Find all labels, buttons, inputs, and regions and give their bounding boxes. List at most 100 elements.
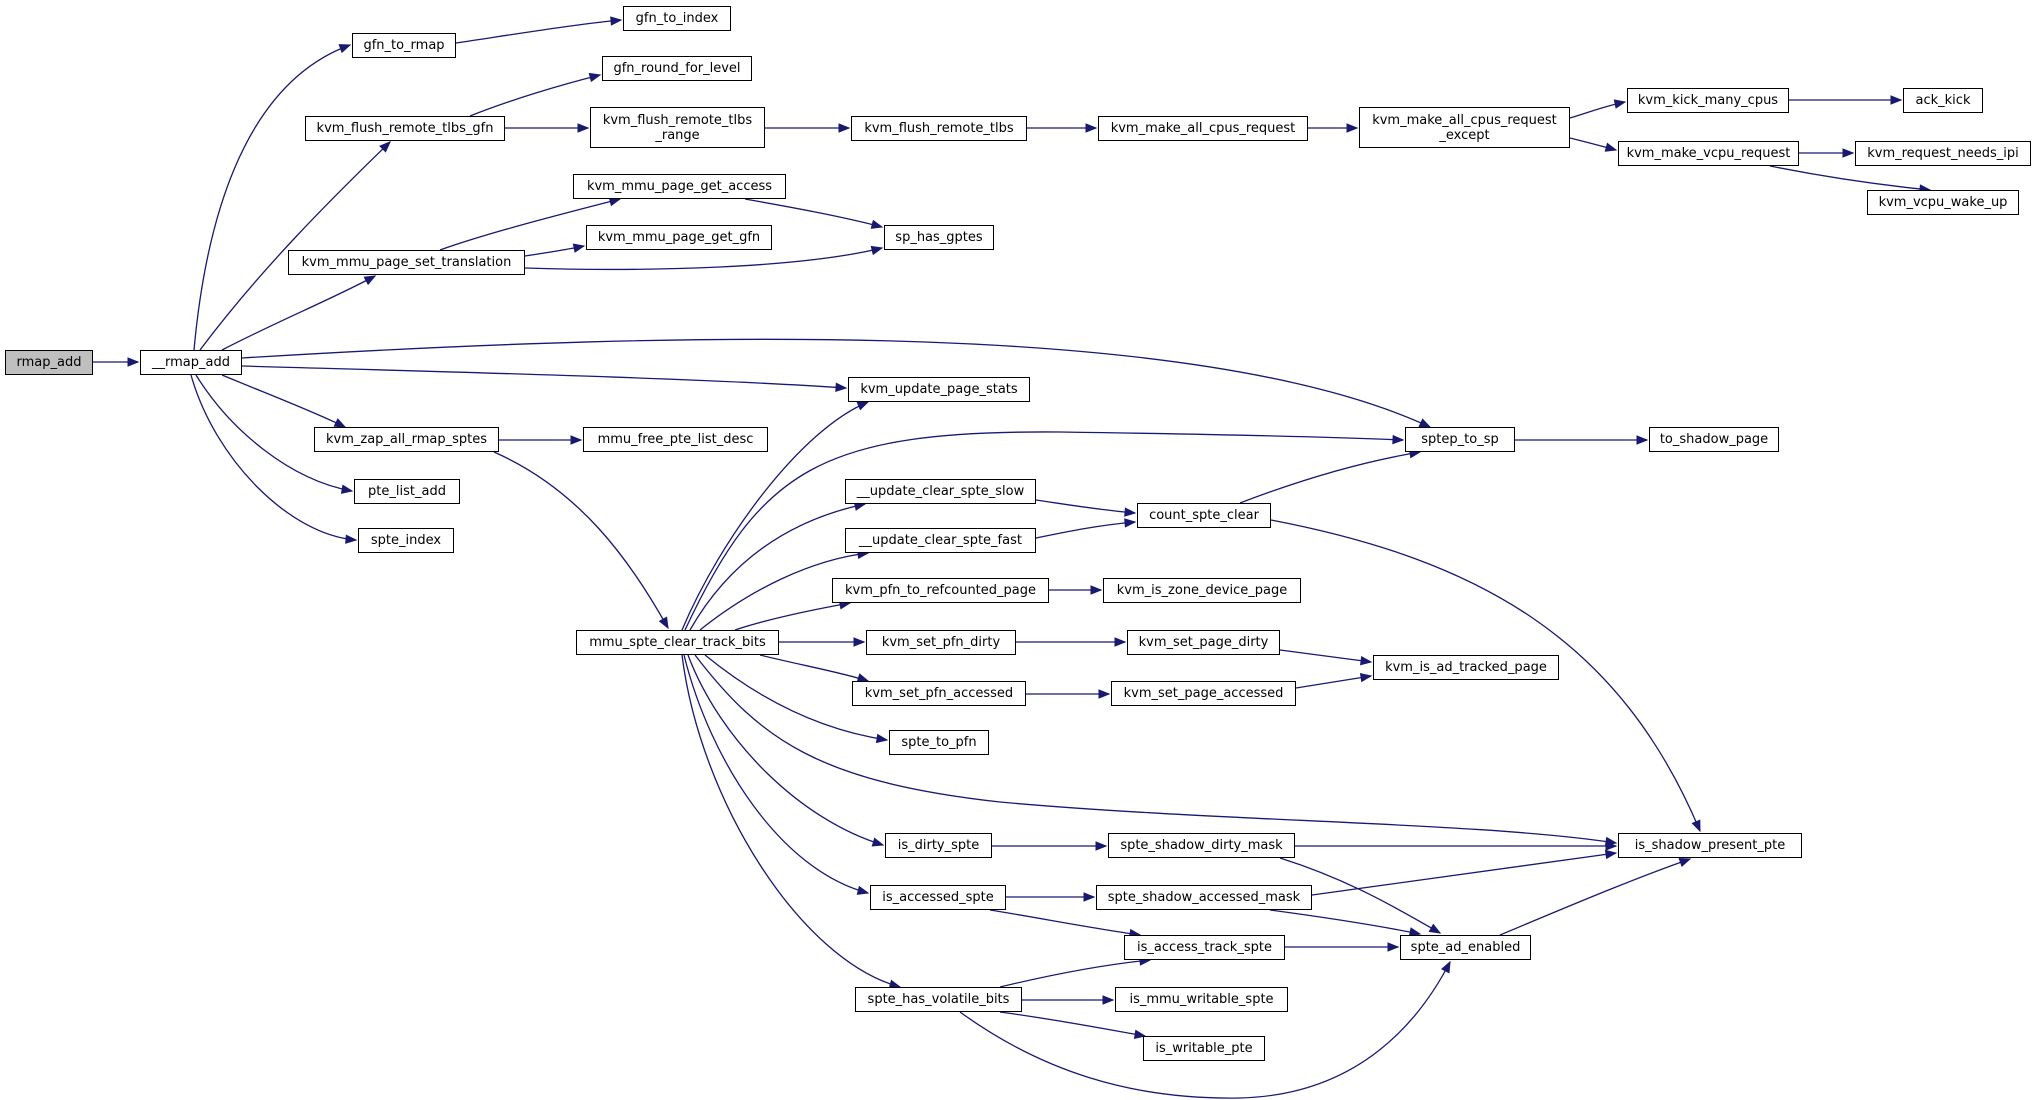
node-kvm-set-pfn-dirty[interactable]: kvm_set_pfn_dirty — [866, 630, 1016, 655]
node-kvm-mmu-page-get-access[interactable]: kvm_mmu_page_get_access — [573, 174, 786, 199]
edge-mmu-spte-clear-track-bits-to-kvm-pfn-to-refcounted-page — [734, 600, 852, 631]
node-mmu-spte-clear-track-bits[interactable]: mmu_spte_clear_track_bits — [576, 630, 779, 655]
node-kvm-flush-remote-tlbs-range[interactable]: kvm_flush_remote_tlbs _range — [590, 107, 765, 148]
edge-count-spte-clear-to-sptep-to-sp — [1239, 449, 1422, 504]
node-kvm-vcpu-wake-up[interactable]: kvm_vcpu_wake_up — [1867, 190, 2019, 215]
node-sptep-to-sp[interactable]: sptep_to_sp — [1405, 427, 1515, 452]
node-update-clear-spte-fast[interactable]: __update_clear_spte_fast — [845, 528, 1036, 553]
edge-mmu-spte-clear-track-bits-to-kvm-set-pfn-accessed — [759, 654, 870, 683]
node-kvm-request-needs-ipi[interactable]: kvm_request_needs_ipi — [1855, 141, 2031, 166]
edge-kvm-kick-many-cpus-to-ack-kick — [1789, 95, 1903, 105]
node-kvm-set-page-dirty[interactable]: kvm_set_page_dirty — [1127, 630, 1280, 655]
edge-mmu-spte-clear-track-bits-to-kvm-update-page-stats — [681, 401, 870, 631]
edge-count-spte-clear-to-is-shadow-present-pte — [1270, 519, 1701, 833]
node-count-spte-clear[interactable]: count_spte_clear — [1137, 503, 1271, 528]
node-kvm-mmu-page-get-gfn[interactable]: kvm_mmu_page_get_gfn — [586, 225, 772, 250]
node-kvm-flush-remote-tlbs[interactable]: kvm_flush_remote_tlbs — [851, 116, 1027, 141]
node-is-access-track-spte[interactable]: is_access_track_spte — [1124, 935, 1285, 960]
node-ack-kick[interactable]: ack_kick — [1903, 88, 1983, 113]
node-kvm-mmu-page-set-translation[interactable]: kvm_mmu_page_set_translation — [288, 250, 525, 275]
node-kvm-pfn-to-refcounted-page[interactable]: kvm_pfn_to_refcounted_page — [832, 578, 1049, 603]
edge-spte-shadow-dirty-mask-to-is-shadow-present-pte — [1295, 841, 1618, 851]
edge-mmu-spte-clear-track-bits-to-update-clear-spte-slow — [689, 501, 867, 631]
node-is-shadow-present-pte[interactable]: is_shadow_present_pte — [1618, 833, 1802, 858]
edge-kvm-make-all-cpus-request-to-kvm-make-all-cpus-request-except — [1307, 123, 1359, 133]
node-spte-has-volatile-bits[interactable]: spte_has_volatile_bits — [855, 987, 1022, 1012]
edge-kvm-flush-remote-tlbs-to-kvm-make-all-cpus-request — [1026, 123, 1098, 133]
edge-update-clear-spte-fast-to-count-spte-clear — [1035, 518, 1137, 539]
node-gfn-to-index[interactable]: gfn_to_index — [623, 6, 731, 31]
node-spte-shadow-dirty-mask[interactable]: spte_shadow_dirty_mask — [1108, 833, 1295, 858]
edge-spte-ad-enabled-to-is-shadow-present-pte — [1499, 857, 1692, 936]
edge-kvm-mmu-page-set-translation-to-kvm-mmu-page-get-gfn — [524, 243, 586, 257]
node-pte-list-add[interactable]: pte_list_add — [354, 479, 460, 504]
node-kvm-zap-all-rmap-sptes[interactable]: kvm_zap_all_rmap_sptes — [314, 427, 499, 452]
edge-kvm-set-page-dirty-to-kvm-is-ad-tracked-page — [1279, 649, 1373, 666]
node-update-clear-spte-slow[interactable]: __update_clear_spte_slow — [845, 479, 1036, 504]
node-spte-shadow-accessed-mask[interactable]: spte_shadow_accessed_mask — [1096, 885, 1312, 910]
node-rmap-add[interactable]: __rmap_add — [140, 350, 242, 375]
node-kvm-set-page-accessed[interactable]: kvm_set_page_accessed — [1111, 681, 1296, 706]
edge-rmap-add-to-kvm-mmu-page-set-translation — [221, 275, 377, 351]
node-is-accessed-spte[interactable]: is_accessed_spte — [870, 885, 1006, 910]
edge-rmap-add-to-kvm-update-page-stats — [241, 365, 848, 393]
node-rmap-add[interactable]: rmap_add — [5, 350, 93, 375]
edge-rmap-add-to-pte-list-add — [195, 374, 354, 494]
edge-spte-has-volatile-bits-to-is-access-track-spte — [999, 956, 1152, 988]
edge-rmap-add-to-spte-index — [190, 374, 358, 544]
node-mmu-free-pte-list-desc[interactable]: mmu_free_pte_list_desc — [583, 427, 768, 452]
edge-kvm-mmu-page-get-access-to-sp-has-gptes — [744, 198, 884, 229]
edge-kvm-zap-all-rmap-sptes-to-mmu-free-pte-list-desc — [499, 435, 583, 445]
edge-kvm-flush-remote-tlbs-gfn-to-kvm-flush-remote-tlbs-range — [504, 123, 590, 133]
edge-mmu-spte-clear-track-bits-to-is-dirty-spte — [687, 654, 885, 847]
edge-is-accessed-spte-to-spte-shadow-accessed-mask — [1006, 892, 1096, 902]
edge-kvm-flush-remote-tlbs-range-to-kvm-flush-remote-tlbs — [764, 123, 851, 133]
node-kvm-make-vcpu-request[interactable]: kvm_make_vcpu_request — [1618, 141, 1799, 166]
node-kvm-flush-remote-tlbs-gfn[interactable]: kvm_flush_remote_tlbs_gfn — [305, 116, 505, 141]
node-kvm-is-zone-device-page[interactable]: kvm_is_zone_device_page — [1103, 578, 1301, 603]
node-spte-to-pfn[interactable]: spte_to_pfn — [889, 730, 989, 755]
edge-mmu-spte-clear-track-bits-to-spte-to-pfn — [704, 654, 889, 744]
edge-kvm-set-pfn-accessed-to-kvm-set-page-accessed — [1025, 689, 1111, 699]
edge-kvm-zap-all-rmap-sptes-to-mmu-spte-clear-track-bits — [493, 451, 669, 630]
node-kvm-is-ad-tracked-page[interactable]: kvm_is_ad_tracked_page — [1373, 655, 1559, 680]
edge-spte-has-volatile-bits-to-spte-ad-enabled — [959, 960, 1451, 1099]
node-kvm-set-pfn-accessed[interactable]: kvm_set_pfn_accessed — [852, 681, 1026, 706]
node-is-dirty-spte[interactable]: is_dirty_spte — [885, 833, 992, 858]
node-kvm-make-all-cpus-request[interactable]: kvm_make_all_cpus_request — [1098, 116, 1308, 141]
edge-gfn-to-rmap-to-gfn-to-index — [455, 16, 623, 44]
edge-mmu-spte-clear-track-bits-to-sptep-to-sp — [684, 431, 1405, 631]
node-is-mmu-writable-spte[interactable]: is_mmu_writable_spte — [1115, 987, 1288, 1012]
edge-rmap-add-to-rmap-add — [92, 357, 140, 367]
edge-mmu-spte-clear-track-bits-to-is-accessed-spte — [683, 654, 870, 895]
edge-spte-shadow-dirty-mask-to-spte-ad-enabled — [1279, 857, 1442, 934]
edge-kvm-mmu-page-set-translation-to-kvm-mmu-page-get-access — [439, 197, 622, 251]
node-to-shadow-page[interactable]: to_shadow_page — [1649, 427, 1779, 452]
edge-spte-shadow-accessed-mask-to-spte-ad-enabled — [1269, 909, 1422, 937]
edge-update-clear-spte-slow-to-count-spte-clear — [1035, 499, 1137, 517]
edge-rmap-add-to-kvm-zap-all-rmap-sptes — [221, 374, 347, 428]
edge-rmap-add-to-sptep-to-sp — [241, 338, 1432, 428]
node-is-writable-pte[interactable]: is_writable_pte — [1143, 1036, 1265, 1061]
edge-is-accessed-spte-to-is-access-track-spte — [989, 909, 1142, 939]
node-sp-has-gptes[interactable]: sp_has_gptes — [884, 225, 994, 250]
edge-kvm-flush-remote-tlbs-gfn-to-gfn-round-for-level — [469, 72, 602, 117]
edge-kvm-make-all-cpus-request-except-to-kvm-make-vcpu-request — [1569, 137, 1618, 152]
node-gfn-round-for-level[interactable]: gfn_round_for_level — [602, 56, 752, 81]
edge-kvm-set-pfn-dirty-to-kvm-set-page-dirty — [1016, 637, 1127, 647]
node-gfn-to-rmap[interactable]: gfn_to_rmap — [352, 33, 456, 58]
edge-is-access-track-spte-to-spte-ad-enabled — [1285, 942, 1400, 952]
node-kvm-update-page-stats[interactable]: kvm_update_page_stats — [848, 377, 1030, 402]
edge-kvm-make-all-cpus-request-except-to-kvm-kick-many-cpus — [1569, 99, 1627, 119]
node-spte-index[interactable]: spte_index — [358, 528, 454, 553]
edge-rmap-add-to-gfn-to-rmap — [193, 44, 352, 351]
node-kvm-kick-many-cpus[interactable]: kvm_kick_many_cpus — [1627, 88, 1789, 113]
edge-rmap-add-to-kvm-flush-remote-tlbs-gfn — [199, 141, 391, 351]
edge-spte-has-volatile-bits-to-is-writable-pte — [999, 1011, 1147, 1039]
edge-kvm-make-vcpu-request-to-kvm-request-needs-ipi — [1799, 148, 1855, 158]
node-spte-ad-enabled[interactable]: spte_ad_enabled — [1400, 935, 1531, 960]
edge-mmu-spte-clear-track-bits-to-kvm-set-pfn-dirty — [779, 637, 866, 647]
node-kvm-make-all-cpus-request-except[interactable]: kvm_make_all_cpus_request _except — [1359, 107, 1570, 148]
edge-kvm-mmu-page-set-translation-to-sp-has-gptes — [524, 245, 884, 271]
